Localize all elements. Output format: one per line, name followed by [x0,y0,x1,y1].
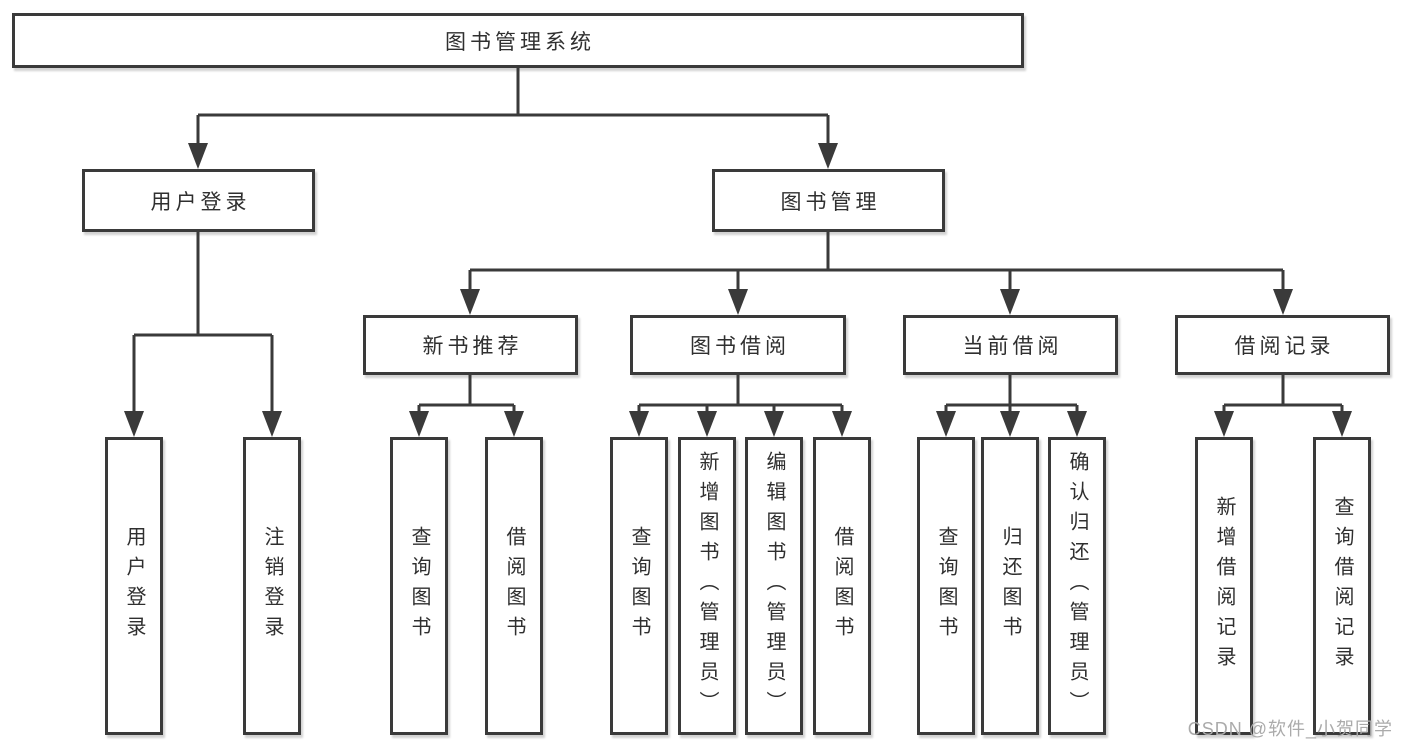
node-user-login-label: 用户登录 [150,190,251,214]
leaf-borrow-book-recommend: 借阅图书 [485,437,543,735]
leaf-user-login: 用户登录 [105,437,163,735]
leaf-query-borrow-record-label: 查询借阅记录 [1331,496,1353,676]
arrow-down-icon [1332,411,1352,437]
node-root: 图书管理系统 [12,13,1024,68]
node-borrow-records-label: 借阅记录 [1234,335,1335,358]
node-book-management: 图书管理 [712,169,945,232]
node-borrow-records: 借阅记录 [1175,315,1390,375]
leaf-query-book-current-label: 查询图书 [935,526,957,646]
leaf-add-borrow-record: 新增借阅记录 [1195,437,1253,735]
connector-current-borrow [944,375,1079,433]
leaf-query-book-borrow-label: 查询图书 [628,526,650,646]
arrow-down-icon [697,411,717,437]
node-new-book-recommend: 新书推荐 [363,315,578,375]
leaf-add-book-admin-label: 新增图书（管理员） [696,451,718,721]
leaf-return-book-label: 归还图书 [999,526,1021,646]
leaf-query-book-recommend: 查询图书 [390,437,448,735]
connector-book-borrow [637,375,844,433]
arrow-down-icon [262,411,282,437]
connector-new-book [417,375,516,433]
leaf-borrow-book: 借阅图书 [813,437,871,735]
arrow-down-icon [728,289,748,315]
node-root-label: 图书管理系统 [445,30,595,54]
arrow-down-icon [188,143,208,169]
node-current-borrow-label: 当前借阅 [962,335,1063,358]
connector-book-management [468,232,1285,311]
arrow-down-icon [1214,411,1234,437]
leaf-edit-book-admin: 编辑图书（管理员） [745,437,803,735]
leaf-user-login-label: 用户登录 [123,526,145,646]
arrow-down-icon [504,411,524,437]
leaf-logout: 注销登录 [243,437,301,735]
connector-borrow-records [1222,375,1344,433]
leaf-query-book-current: 查询图书 [917,437,975,735]
connector-user-login [132,232,274,433]
node-current-borrow: 当前借阅 [903,315,1118,375]
leaf-edit-book-admin-label: 编辑图书（管理员） [763,451,785,721]
arrow-down-icon [936,411,956,437]
node-book-borrow: 图书借阅 [630,315,846,375]
leaf-borrow-book-label: 借阅图书 [831,526,853,646]
arrow-down-icon [1000,289,1020,315]
arrow-down-icon [832,411,852,437]
leaf-confirm-return-admin-label: 确认归还（管理员） [1066,451,1088,721]
arrow-down-icon [818,143,838,169]
csdn-watermark: CSDN @软件_小贺同学 [1187,719,1393,739]
node-new-book-recommend-label: 新书推荐 [422,335,523,358]
leaf-borrow-book-recommend-label: 借阅图书 [503,526,525,646]
arrow-down-icon [1000,411,1020,437]
node-book-borrow-label: 图书借阅 [690,335,790,358]
arrow-down-icon [409,411,429,437]
arrow-down-icon [764,411,784,437]
arrow-down-icon [1273,289,1293,315]
node-book-management-label: 图书管理 [780,190,881,214]
leaf-query-book-borrow: 查询图书 [610,437,668,735]
leaf-query-book-recommend-label: 查询图书 [408,526,430,646]
leaf-add-borrow-record-label: 新增借阅记录 [1213,496,1235,676]
leaf-return-book: 归还图书 [981,437,1039,735]
connector-root [196,68,830,165]
arrow-down-icon [1067,411,1087,437]
arrow-down-icon [124,411,144,437]
leaf-query-borrow-record: 查询借阅记录 [1313,437,1371,735]
leaf-logout-label: 注销登录 [261,526,283,646]
node-user-login: 用户登录 [82,169,315,232]
arrow-down-icon [460,289,480,315]
leaf-confirm-return-admin: 确认归还（管理员） [1048,437,1106,735]
leaf-add-book-admin: 新增图书（管理员） [678,437,736,735]
arrow-down-icon [629,411,649,437]
